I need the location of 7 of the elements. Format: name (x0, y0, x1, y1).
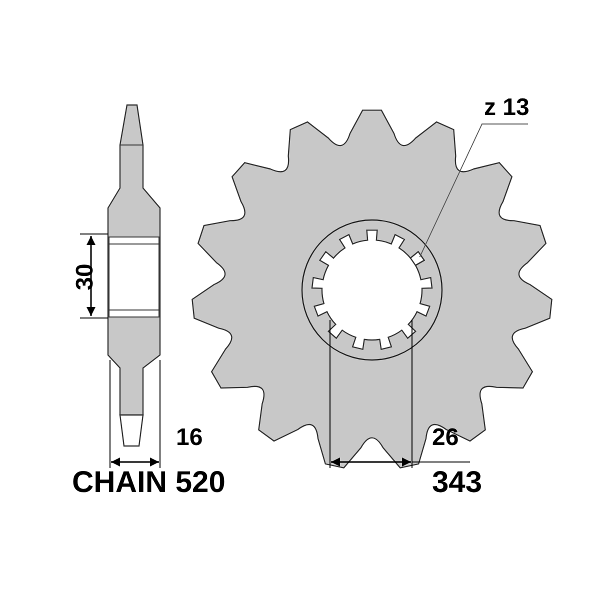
teeth-count-label: z 13 (484, 96, 530, 120)
dimension-value: 26 (432, 426, 459, 450)
part-label: CHAIN 520 (72, 468, 226, 498)
leader-line (419, 124, 528, 258)
spline-tooth (410, 250, 426, 266)
dimension-value: 16 (176, 426, 203, 450)
part-label: 343 (432, 468, 482, 498)
